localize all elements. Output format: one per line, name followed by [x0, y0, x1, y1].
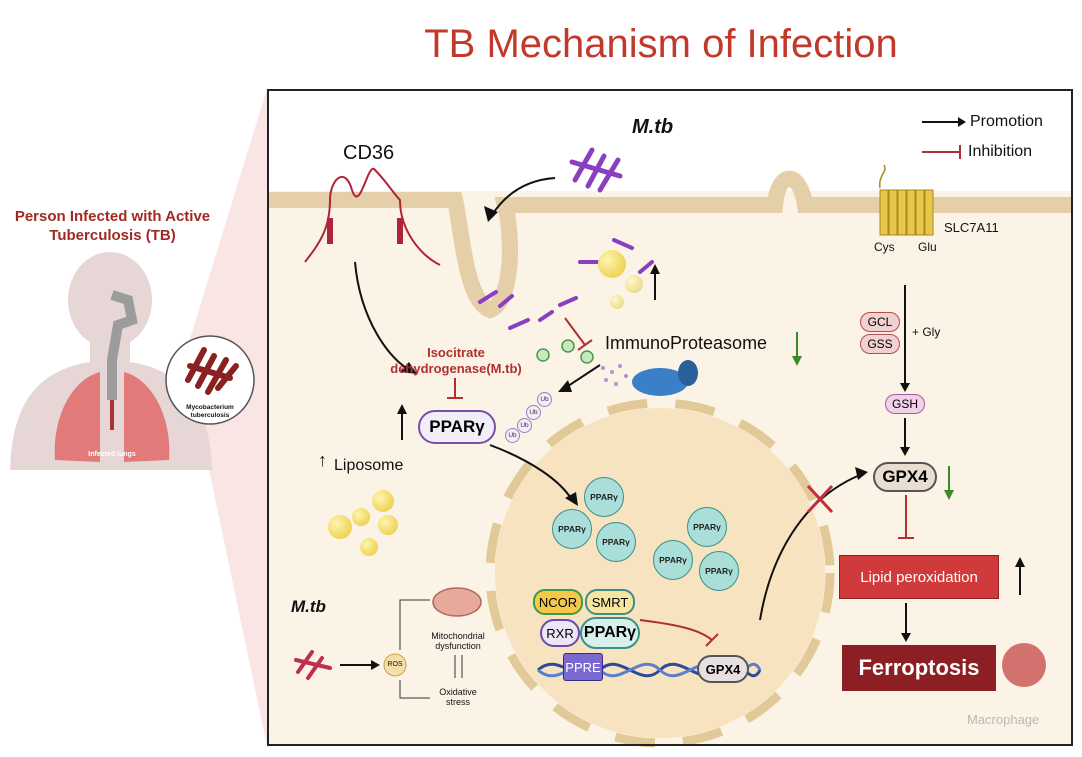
liposome-up-arrow: ↑ [318, 450, 327, 470]
ros-cycle-arrows [399, 599, 463, 699]
cd36-label: CD36 [343, 142, 395, 164]
liposome-label: Liposome [334, 457, 404, 474]
rxr-protein: RXR [540, 619, 580, 647]
liposome-droplet [598, 250, 626, 278]
bacterium-inset [165, 335, 255, 425]
mito-label: Mitochondrial dysfunction [431, 631, 485, 651]
gpx4-protein: GPX4 [873, 462, 937, 492]
liposome-droplet [352, 508, 370, 526]
macrophage-label: Macrophage [967, 712, 1040, 727]
liposome-droplet [360, 538, 378, 556]
oxid-line1: Oxidative [439, 687, 477, 697]
liposome-droplet [378, 515, 398, 535]
gpx4-gene: GPX4 [697, 655, 749, 683]
cys-label: Cys [874, 240, 895, 254]
bacterium-label: Mycobacterium tuberculosis [186, 404, 234, 420]
nuclear-ppar: PPARγ [653, 540, 693, 580]
extracellular-space [269, 91, 1071, 191]
slc7a11-transporter-icon [879, 189, 934, 236]
legend-inhibition: Inhibition [968, 143, 1033, 160]
bacterium-cluster-icon [185, 347, 239, 395]
inhibition-arrows [447, 145, 961, 647]
cd36-receptor [304, 167, 441, 266]
block-x-icon [806, 484, 834, 514]
mtb-top-icon [569, 147, 623, 193]
glu-label: Glu [918, 240, 937, 254]
ros-label: ROS [387, 661, 403, 668]
oxid-line2: stress [445, 697, 470, 707]
up-arrows [401, 270, 1021, 595]
liposome-droplet [625, 275, 643, 293]
dying-cell-icon [1002, 643, 1046, 687]
slc7a11-label: SLC7A11 [944, 220, 999, 235]
gcl-enzyme: GCL [860, 312, 900, 332]
lungs-label: Infected lungs [88, 451, 136, 458]
promotion-arrows [340, 121, 960, 666]
ub-tag: Ub [526, 405, 541, 420]
cd36-tm1 [327, 218, 333, 244]
up-arrowheads [397, 264, 1025, 567]
person-title: Person Infected with Active Tuberculosis… [0, 207, 225, 245]
green-vesicles [536, 339, 594, 364]
peptide-fragments [601, 364, 628, 386]
legend-promotion: Promotion [970, 113, 1043, 130]
ub-tag: Ub [517, 418, 532, 433]
down-arrowheads [792, 356, 954, 500]
bacterium-label-line2: tuberculosis [190, 412, 230, 419]
ferroptosis-box: Ferroptosis [842, 645, 996, 691]
mtb-fragments-icon [478, 238, 654, 330]
isocitrate-line2: dehydrogenase(M.tb) [390, 361, 522, 376]
plus-gly-label: + Gly [912, 325, 941, 339]
ncor-protein: NCOR [533, 589, 583, 615]
liposome-droplet [372, 490, 394, 512]
nuclear-ppar: PPARγ [699, 551, 739, 591]
liposome-droplet [328, 515, 352, 539]
mito-line2: dysfunction [435, 641, 481, 651]
nuclear-ppar: PPARγ [584, 477, 624, 517]
page-title: TB Mechanism of Infection [424, 22, 898, 66]
isocitrate-label: Isocitrate dehydrogenase(M.tb) [390, 345, 521, 377]
ub-tag: Ub [505, 428, 520, 443]
person-title-line2: Tuberculosis (TB) [49, 227, 176, 244]
mito-line1: Mitochondrial [431, 631, 485, 641]
person-title-line1: Person Infected with Active [14, 208, 211, 225]
proteasome-icon [632, 360, 698, 396]
infected-lungs [54, 372, 170, 462]
slc7a11-tail [879, 164, 886, 189]
liposome-droplet [610, 295, 624, 309]
isocitrate-line1: Isocitrate [427, 345, 485, 360]
mtb-top-label: M.tb [632, 116, 674, 138]
bacterium-label-line1: Mycobacterium [186, 404, 234, 411]
arrowheads [371, 117, 966, 670]
lipid-peroxidation-box: Lipid peroxidation [839, 555, 999, 599]
ppar-gamma-main: PPARγ [418, 410, 496, 444]
mitochondrion-icon [432, 587, 482, 617]
immunoproteasome-label: ImmunoProteasome [605, 333, 768, 353]
airway [107, 290, 138, 400]
nuclear-ppar: PPARγ [596, 522, 636, 562]
nuclear-ppar: PPARγ [687, 507, 727, 547]
nuclear-envelope [485, 398, 835, 748]
nuclear-ppar: PPARγ [552, 509, 592, 549]
cd36-tm2 [397, 218, 403, 244]
smrt-protein: SMRT [585, 589, 635, 615]
ppar-complex-protein: PPARγ [580, 617, 640, 649]
ub-tag: Ub [537, 392, 552, 407]
mtb-bottom-label: M.tb [291, 597, 326, 616]
cell-frame [267, 89, 1073, 746]
gsh-molecule: GSH [885, 394, 925, 414]
cell-membrane-top [269, 171, 1071, 319]
gss-enzyme: GSS [860, 334, 900, 354]
down-arrows [796, 332, 950, 494]
mtb-bottom-icon [294, 650, 332, 680]
ros-icon [383, 653, 407, 677]
ppre-element: PPRE [563, 653, 603, 681]
oxidative-label: Oxidative stress [439, 687, 477, 707]
